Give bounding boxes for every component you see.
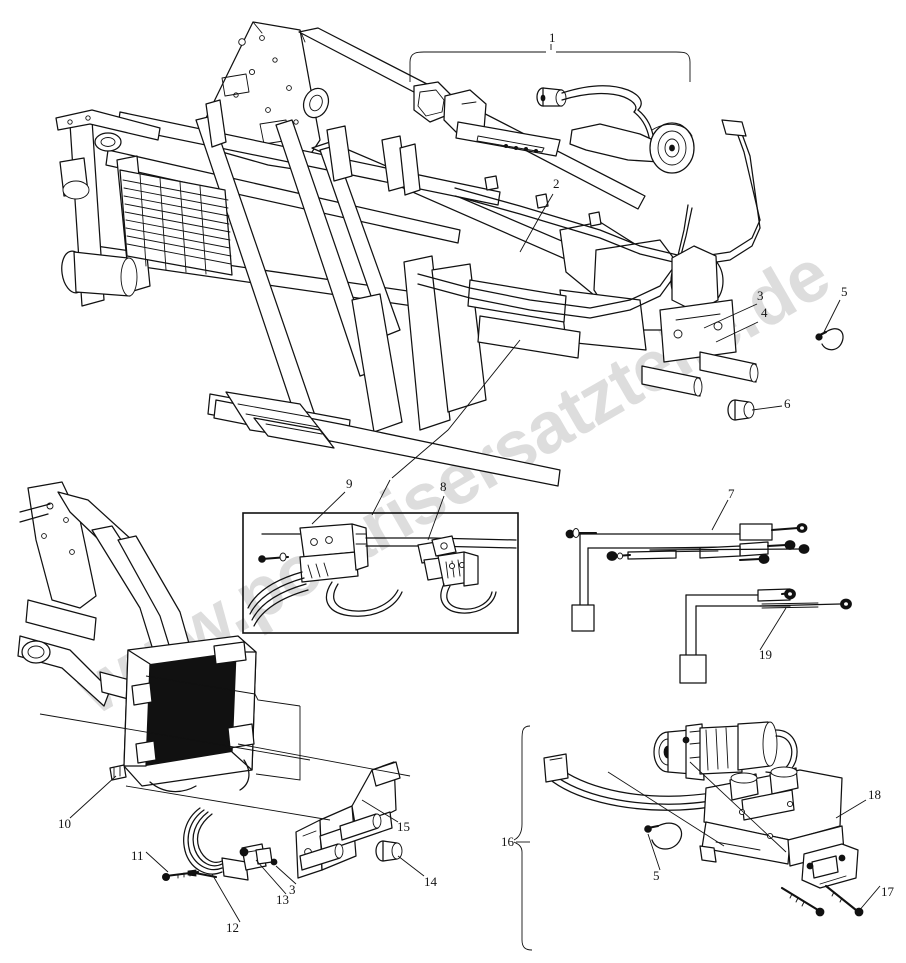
- callout-19: 19: [759, 647, 772, 662]
- callout-18: 18: [868, 787, 881, 802]
- callout-5a: 5: [841, 284, 848, 299]
- callout-3a: 3: [757, 288, 764, 303]
- callout-16: 16: [501, 834, 514, 849]
- fairlead-block: [801, 843, 859, 889]
- bushing-14: [375, 840, 403, 862]
- clip-pin-5: [815, 328, 844, 351]
- bumper-kit-group: [409, 44, 695, 174]
- callout-12: 12: [226, 920, 239, 935]
- callout-14: 14: [424, 874, 437, 889]
- radiator-core: [123, 635, 257, 793]
- harness-group: [565, 523, 852, 684]
- detail-inset-box: [242, 339, 521, 634]
- radiator-core-upper: [119, 169, 233, 276]
- callout-9: 9: [346, 476, 353, 491]
- callout-15: 15: [397, 819, 410, 834]
- callout-7: 7: [728, 486, 735, 501]
- callout-5b: 5: [653, 868, 660, 883]
- main-frame-assembly: [55, 21, 844, 487]
- radiator-sub-assembly: [17, 481, 411, 882]
- callout-6: 6: [784, 396, 791, 411]
- winch-mount-weldment: [295, 761, 401, 879]
- winch-mount-plate: [699, 766, 845, 867]
- callout-10: 10: [58, 816, 71, 831]
- callout-17: 17: [881, 884, 894, 899]
- bushing-6: [727, 399, 755, 421]
- callout-11: 11: [131, 848, 144, 863]
- callout-2: 2: [553, 176, 560, 191]
- clip-pin-5b: [644, 822, 683, 850]
- leader-lines: [69, 193, 881, 923]
- callout-1: 1: [549, 30, 556, 45]
- winch-group: [513, 721, 864, 951]
- winch-assembly: [653, 721, 798, 781]
- callout-13: 13: [276, 892, 289, 907]
- callout-3b: 3: [289, 882, 296, 897]
- callout-8: 8: [440, 479, 447, 494]
- callout-4: 4: [761, 305, 768, 320]
